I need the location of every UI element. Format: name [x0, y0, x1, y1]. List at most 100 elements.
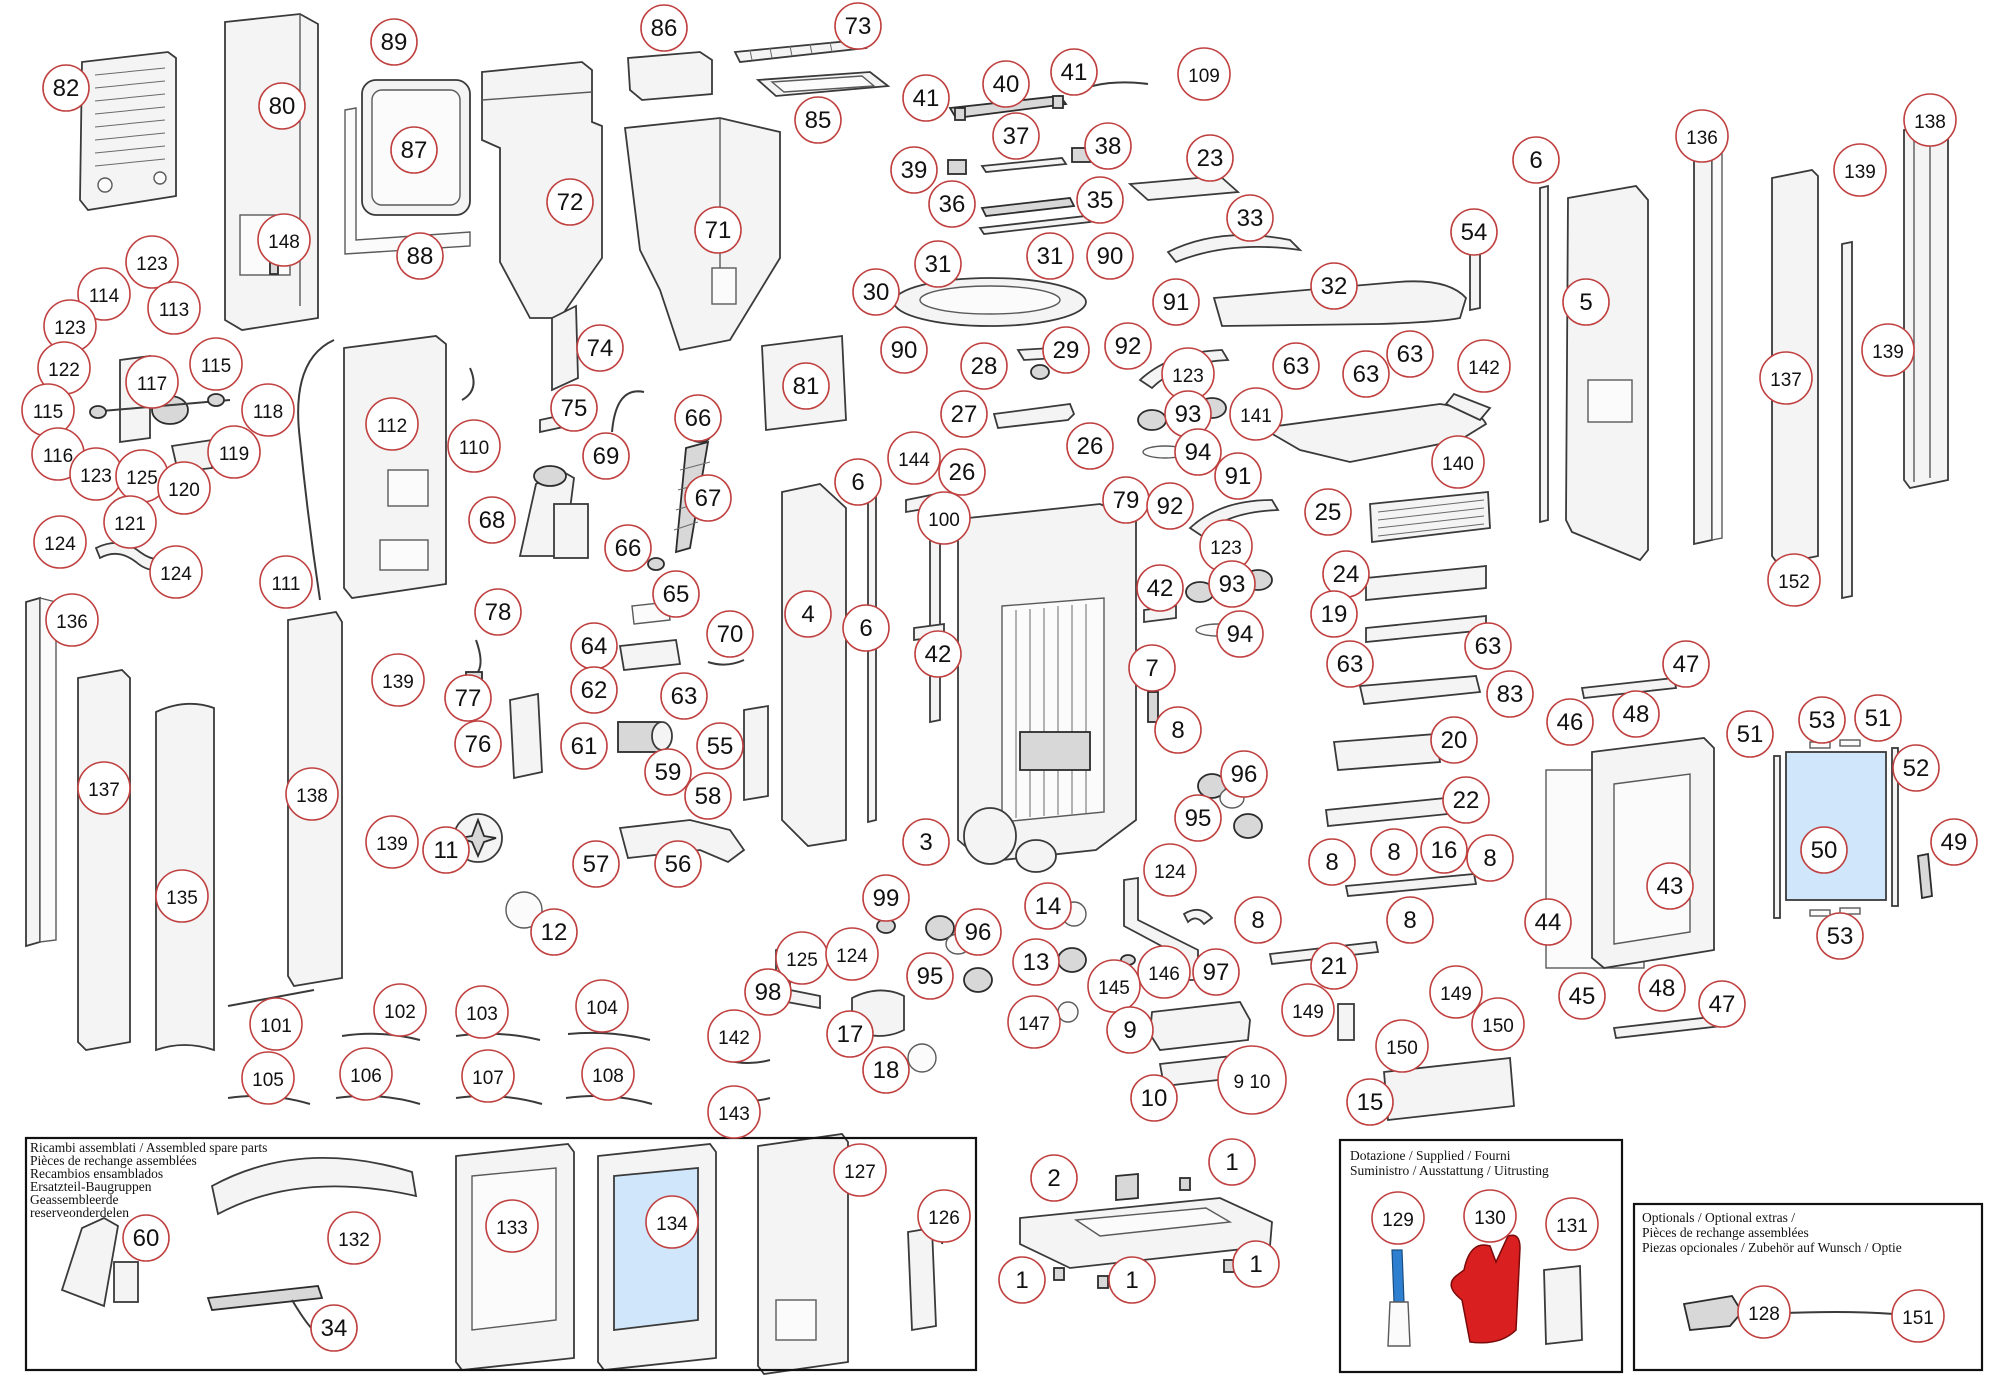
callout-number: 12	[541, 919, 568, 946]
part-39-clip	[947, 159, 967, 175]
callout-circle	[887, 431, 941, 485]
callout-circle	[880, 326, 928, 374]
callout-number: 103	[466, 1004, 498, 1025]
assembled-title-line-3: Ersatzteil-Baugruppen	[30, 1179, 152, 1194]
callout-24: 24	[1322, 550, 1370, 598]
callout-124a: 124	[1143, 843, 1197, 897]
callout-88: 88	[396, 232, 444, 280]
callout-circle	[928, 180, 976, 228]
callout-number: 119	[219, 444, 249, 465]
callout-number: 113	[159, 300, 189, 321]
callout-circle	[77, 267, 131, 321]
callout-82: 82	[42, 64, 90, 112]
callout-141: 141	[1229, 387, 1283, 441]
callout-circle	[1386, 330, 1434, 378]
callout-133: 133	[485, 1199, 539, 1253]
callout-77: 77	[444, 674, 492, 722]
callout-63f: 63	[660, 672, 708, 720]
callout-10: 10	[1130, 1074, 1178, 1122]
callout-49: 49	[1930, 818, 1978, 866]
callout-number: 99	[873, 885, 900, 912]
callout-102: 102	[373, 983, 427, 1037]
callout-number: 19	[1321, 601, 1348, 628]
callout-number: 110	[459, 438, 489, 459]
callout-32: 32	[1310, 262, 1358, 310]
callout-circle	[1086, 232, 1134, 280]
callout-140: 140	[1431, 435, 1485, 489]
callout-910: 9 10	[1217, 1045, 1287, 1115]
callout-number: 150	[1386, 1038, 1418, 1059]
callout-circle	[1232, 1240, 1280, 1288]
callout-87: 87	[390, 126, 438, 174]
part-78-sensor-wire	[475, 639, 482, 673]
callout-75: 75	[550, 384, 598, 432]
callout-circle	[1370, 828, 1418, 876]
part-54-bracket	[1469, 246, 1481, 312]
callout-circle	[1281, 983, 1335, 1037]
callout-number: 87	[401, 137, 428, 164]
callout-circle	[327, 1211, 381, 1265]
callout-150b: 150	[1471, 997, 1525, 1051]
callout-circle	[1310, 942, 1358, 990]
callout-number: 93	[1219, 571, 1246, 598]
callout-39: 39	[890, 146, 938, 194]
callout-circle	[257, 213, 311, 267]
callout-42a: 42	[1136, 564, 1184, 612]
callout-number: 55	[707, 733, 734, 760]
callout-113: 113	[147, 281, 201, 335]
callout-97: 97	[1192, 948, 1240, 996]
callout-50: 50	[1800, 826, 1848, 874]
callout-circle	[1816, 912, 1864, 960]
callout-number: 16	[1431, 837, 1458, 864]
callout-56: 56	[654, 840, 702, 888]
callout-86: 86	[640, 4, 688, 52]
callout-number: 6	[859, 615, 872, 642]
callout-73: 73	[834, 2, 882, 50]
callout-circle	[1903, 93, 1957, 147]
callout-28: 28	[960, 342, 1008, 390]
callout-number: 85	[805, 107, 832, 134]
callout-circle	[917, 491, 971, 545]
callout-81: 81	[782, 362, 830, 410]
callout-circle	[1767, 553, 1821, 607]
part-85-frame	[755, 71, 891, 97]
callout-99: 99	[862, 874, 910, 922]
callout-number: 117	[137, 374, 167, 395]
callout-85: 85	[794, 96, 842, 144]
callout-98: 98	[744, 968, 792, 1016]
callout-circle	[862, 874, 910, 922]
callout-circle	[155, 869, 209, 923]
callout-number: 51	[1737, 721, 1764, 748]
callout-number: 133	[496, 1218, 528, 1239]
callout-number: 73	[845, 13, 872, 40]
callout-58: 58	[684, 772, 732, 820]
callout-107: 107	[461, 1049, 515, 1103]
callout-92a: 92	[1104, 322, 1152, 370]
callout-circle	[1154, 706, 1202, 754]
callout-112: 112	[365, 397, 419, 451]
callout-number: 137	[1770, 370, 1802, 391]
callout-51a: 51	[1726, 710, 1774, 758]
callout-circle	[862, 1046, 910, 1094]
callout-circle	[660, 672, 708, 720]
callout-76: 76	[454, 720, 502, 768]
callout-number: 94	[1227, 621, 1254, 648]
callout-7: 7	[1128, 644, 1176, 692]
callout-121: 121	[103, 495, 157, 549]
callout-123a: 123	[1161, 347, 1215, 401]
callout-130: 130	[1463, 1189, 1517, 1243]
callout-circle	[550, 384, 598, 432]
callout-number: 118	[253, 402, 283, 423]
part-60-auger-motor-assembly	[60, 1216, 139, 1308]
callout-44: 44	[1524, 898, 1572, 946]
callout-number: 9	[1123, 1017, 1136, 1044]
callout-number: 90	[891, 337, 918, 364]
callout-circle	[570, 666, 618, 714]
part-64-plate	[618, 639, 682, 671]
callout-number: 24	[1333, 561, 1360, 588]
callout-circle	[1310, 590, 1358, 638]
callout-52: 52	[1892, 744, 1940, 792]
callout-35: 35	[1076, 176, 1124, 224]
callout-25: 25	[1304, 488, 1352, 536]
callout-number: 77	[455, 685, 482, 712]
